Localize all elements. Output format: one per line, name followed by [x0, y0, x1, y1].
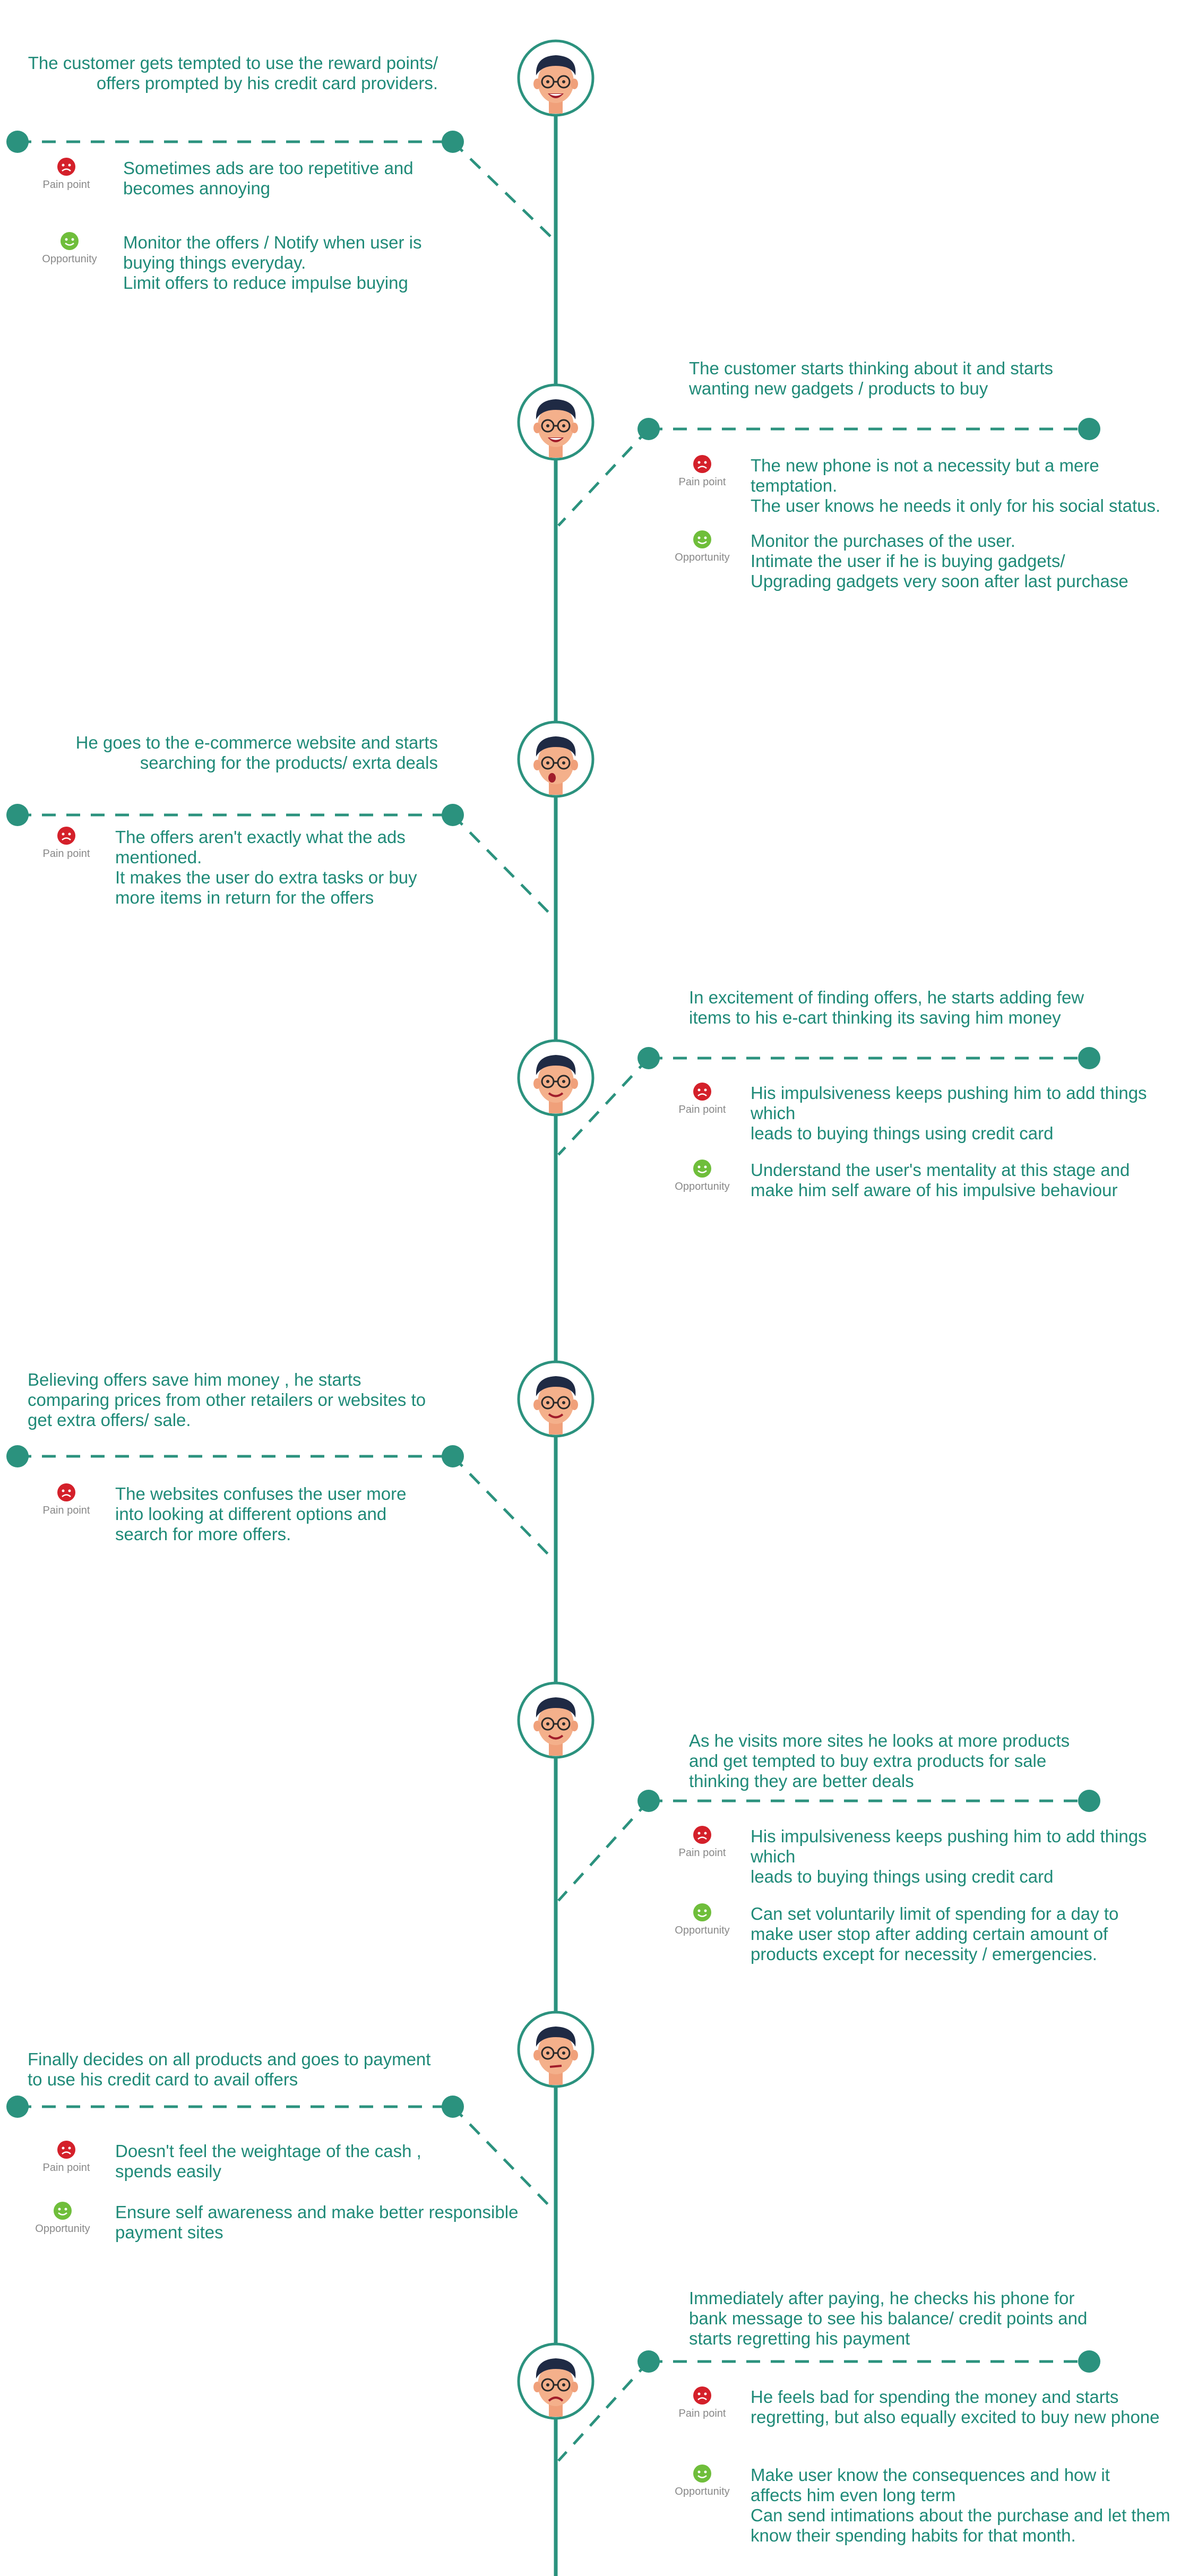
pain-point-badge: Pain point	[673, 1825, 731, 1859]
sad-face-icon	[693, 455, 711, 473]
stage-title: Believing offers save him money , he sta…	[28, 1370, 426, 1430]
persona-avatar	[516, 382, 596, 462]
pain-point-text: His impulsiveness keeps pushing him to a…	[751, 1826, 1147, 1886]
pain-point-badge: Pain point	[673, 2385, 731, 2420]
opportunity-label: Opportunity	[675, 2486, 730, 2497]
stage-title: The customer gets tempted to use the rew…	[28, 53, 438, 93]
smile-face-icon	[693, 530, 711, 548]
opportunity-label: Opportunity	[42, 253, 97, 265]
opportunity-text: Understand the user's mentality at this …	[751, 1160, 1130, 1200]
opportunity-badge: Opportunity	[40, 231, 99, 265]
connector-dot	[637, 1790, 660, 1812]
sad-face-icon	[693, 1083, 711, 1101]
smile-face-icon	[693, 2465, 711, 2483]
connector-dot	[637, 2350, 660, 2373]
opportunity-text: Monitor the offers / Notify when user is…	[123, 233, 422, 293]
stage-title: As he visits more sites he looks at more…	[689, 1731, 1070, 1791]
smile-face-icon	[693, 1160, 711, 1178]
pain-point-label: Pain point	[42, 1505, 90, 1516]
persona-avatar	[516, 2010, 596, 2089]
stage-connector-diagonal	[557, 428, 650, 527]
persona-avatar	[516, 1038, 596, 1118]
smile-face-icon	[54, 2202, 72, 2220]
persona-avatar	[516, 1680, 596, 1760]
opportunity-badge: Opportunity	[673, 1902, 731, 1937]
persona-avatar	[516, 38, 596, 118]
stage-title: The customer starts thinking about it an…	[689, 358, 1053, 398]
pain-point-label: Pain point	[678, 1104, 726, 1115]
pain-point-badge: Pain point	[37, 157, 96, 191]
smile-face-icon	[61, 232, 79, 250]
connector-dot	[442, 1445, 464, 1467]
connector-dot	[6, 131, 29, 153]
stage-title: In excitement of finding offers, he star…	[689, 988, 1084, 1027]
smile-face-icon	[693, 1903, 711, 1921]
sad-face-icon	[57, 1483, 75, 1501]
pain-point-text: His impulsiveness keeps pushing him to a…	[751, 1083, 1147, 1143]
opportunity-label: Opportunity	[675, 1925, 730, 1936]
connector-dot	[442, 2096, 464, 2118]
connector-dot	[1078, 1047, 1100, 1069]
opportunity-badge: Opportunity	[673, 1158, 731, 1193]
pain-point-label: Pain point	[42, 2162, 90, 2174]
pain-point-text: The offers aren't exactly what the ads m…	[115, 827, 417, 907]
sad-face-icon	[693, 2386, 711, 2405]
connector-dot	[637, 1047, 660, 1069]
opportunity-badge: Opportunity	[673, 2463, 731, 2498]
connector-dot	[1078, 2350, 1100, 2373]
connector-dot	[6, 2096, 29, 2118]
connector-dot	[637, 418, 660, 440]
pain-point-badge: Pain point	[673, 1081, 731, 1116]
pain-point-label: Pain point	[42, 179, 90, 191]
opportunity-text: Make user know the consequences and how …	[751, 2465, 1170, 2545]
opportunity-label: Opportunity	[675, 1181, 730, 1192]
pain-point-label: Pain point	[678, 1847, 726, 1859]
pain-point-badge: Pain point	[37, 1482, 96, 1517]
persona-avatar	[516, 1359, 596, 1439]
pain-point-badge: Pain point	[673, 454, 731, 488]
stage-title: Immediately after paying, he checks his …	[689, 2288, 1088, 2348]
pain-point-label: Pain point	[42, 848, 90, 860]
pain-point-label: Pain point	[678, 476, 726, 488]
stage-connector-diagonal	[557, 1800, 650, 1902]
stage-connector-diagonal	[557, 1057, 650, 1156]
connector-dot	[442, 804, 464, 826]
persona-avatar	[516, 719, 596, 799]
opportunity-badge: Opportunity	[33, 2201, 92, 2235]
connector-dot	[6, 804, 29, 826]
stage-title: He goes to the e-commerce website and st…	[75, 733, 438, 772]
connector-dot	[442, 131, 464, 153]
sad-face-icon	[57, 827, 75, 845]
pain-point-text: Doesn't feel the weightage of the cash ,…	[115, 2141, 421, 2181]
sad-face-icon	[57, 2141, 75, 2159]
sad-face-icon	[57, 158, 75, 176]
pain-point-text: The websites confuses the user more into…	[115, 1484, 407, 1544]
sad-face-icon	[693, 1826, 711, 1844]
opportunity-badge: Opportunity	[673, 529, 731, 564]
opportunity-label: Opportunity	[675, 552, 730, 563]
connector-dot	[6, 1445, 29, 1467]
persona-avatar	[516, 2341, 596, 2421]
pain-point-text: Sometimes ads are too repetitive and bec…	[123, 158, 413, 198]
opportunity-text: Ensure self awareness and make better re…	[115, 2202, 519, 2242]
pain-point-badge: Pain point	[37, 826, 96, 860]
opportunity-label: Opportunity	[35, 2223, 90, 2235]
connector-dot	[1078, 1790, 1100, 1812]
opportunity-text: Can set voluntarily limit of spending fo…	[751, 1904, 1119, 1964]
pain-point-text: He feels bad for spending the money and …	[751, 2387, 1160, 2427]
opportunity-text: Monitor the purchases of the user. Intim…	[751, 531, 1128, 591]
pain-point-label: Pain point	[678, 2408, 726, 2419]
pain-point-text: The new phone is not a necessity but a m…	[751, 456, 1161, 516]
connector-dot	[1078, 418, 1100, 440]
pain-point-badge: Pain point	[37, 2140, 96, 2174]
stage-title: Finally decides on all products and goes…	[28, 2049, 431, 2089]
